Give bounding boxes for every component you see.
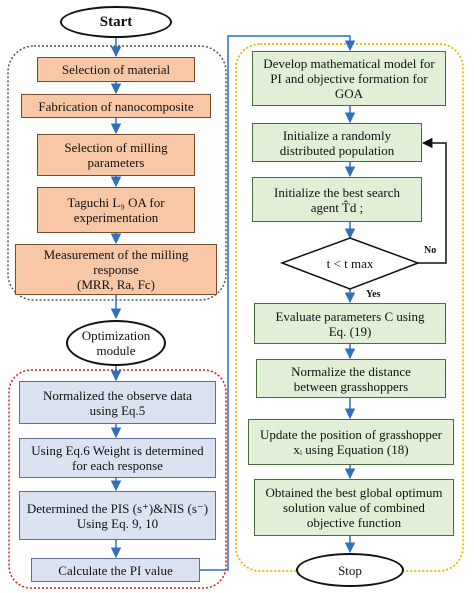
stop-terminal: Stop: [296, 553, 404, 587]
step-normalize-distance: Normalize the distance between grasshopp…: [256, 359, 446, 398]
step-selection-of-material: Selection of material: [37, 57, 195, 82]
arrow-pi-to-goa: [200, 35, 356, 571]
step-calculate-pi-value: Calculate the PI value: [31, 558, 200, 582]
yes-branch-label: Yes: [366, 289, 381, 300]
milling-group-frame: [7, 45, 227, 301]
step-initialize-population: Initialize a randomly distributed popula…: [252, 123, 422, 162]
step-obtain-best-solution: Obtained the best global optimum solutio…: [254, 479, 454, 536]
step-weight-determination: Using Eq.6 Weight is determined for each…: [19, 438, 216, 478]
step-develop-model: Develop mathematical model for PI and ob…: [252, 51, 446, 106]
step-normalized-observe-data: Normalized the observe data using Eq.5: [19, 381, 216, 424]
decision-diamond: [279, 237, 421, 290]
step-pis-nis: Determined the PIS (s⁺)&NIS (s⁻) Using E…: [19, 491, 216, 540]
step-selection-of-milling-parameters: Selection of milling parameters: [37, 134, 195, 176]
arrow-no-loop: [418, 137, 447, 264]
step-fabrication-of-nanocomposite: Fabrication of nanocomposite: [21, 94, 211, 118]
step-evaluate-parameters: Evaluate parameters C using Eq. (19): [254, 303, 446, 344]
optimization-module-terminal: Optimization module: [66, 320, 166, 366]
step-taguchi-oa: Taguchi L₉ OA for experimentation: [37, 187, 195, 233]
step-initialize-search-agent: Initialize the best search agent T̂d ;: [252, 177, 422, 222]
step-measurement-of-milling-response: Measurement of the milling response (MRR…: [15, 244, 217, 295]
start-terminal: Start: [60, 6, 172, 38]
decision-label: t < t max: [326, 256, 374, 271]
step-update-position: Update the position of grasshopper xᵢ us…: [248, 419, 454, 465]
no-branch-label: No: [424, 245, 437, 256]
